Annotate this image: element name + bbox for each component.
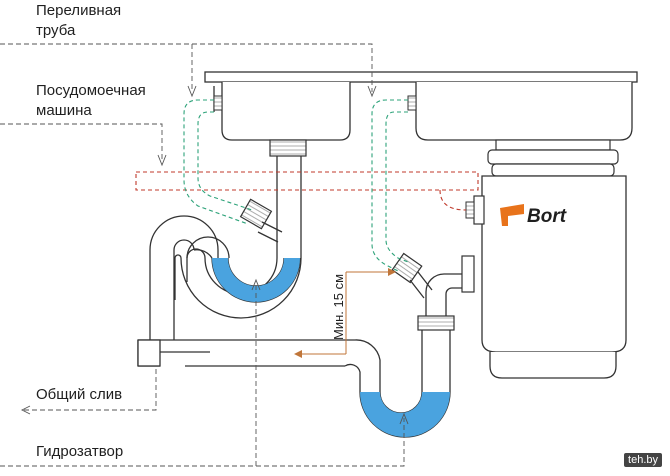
waste-disposer: Bort [465, 139, 627, 379]
water-seal-label: Гидрозатвор [36, 443, 124, 460]
bort-logo-icon [500, 204, 524, 226]
common-drain-label: Общий слив [36, 386, 123, 403]
left-sink-bowl [221, 82, 351, 141]
watermark: teh.by [624, 453, 662, 467]
overflow-pipe-label-line2: труба [36, 22, 76, 39]
right-trap-water [360, 392, 450, 437]
water-seal-leader [0, 284, 405, 467]
brand-name: Bort [527, 206, 567, 227]
min-height-dimension [294, 268, 396, 358]
right-dishwasher-inlet [391, 252, 433, 299]
right-trap-coupling [417, 315, 455, 331]
main-drain-pipe [137, 339, 355, 367]
left-trap-water [212, 258, 300, 302]
common-drain-leader [24, 366, 157, 411]
overflow-hose-left [183, 99, 253, 225]
left-drain-coupling [269, 139, 307, 157]
overflow-hose-right [371, 99, 409, 273]
overflow-pipe-label-line1: Переливная [36, 2, 122, 19]
dishwasher-hose [135, 171, 479, 191]
dishwasher-label-line1: Посудомоечная [36, 82, 146, 99]
left-dishwasher-inlet [239, 198, 283, 243]
disposer-outlet [425, 273, 468, 316]
dishwasher-leader [0, 123, 163, 160]
right-sink-bowl [415, 82, 633, 141]
left-trap-crown [149, 215, 219, 340]
countertop [204, 71, 638, 83]
left-p-trap [174, 156, 302, 319]
dishwasher-label-line2: машина [36, 102, 92, 119]
min-height-label: Мин. 15 см [331, 274, 346, 340]
